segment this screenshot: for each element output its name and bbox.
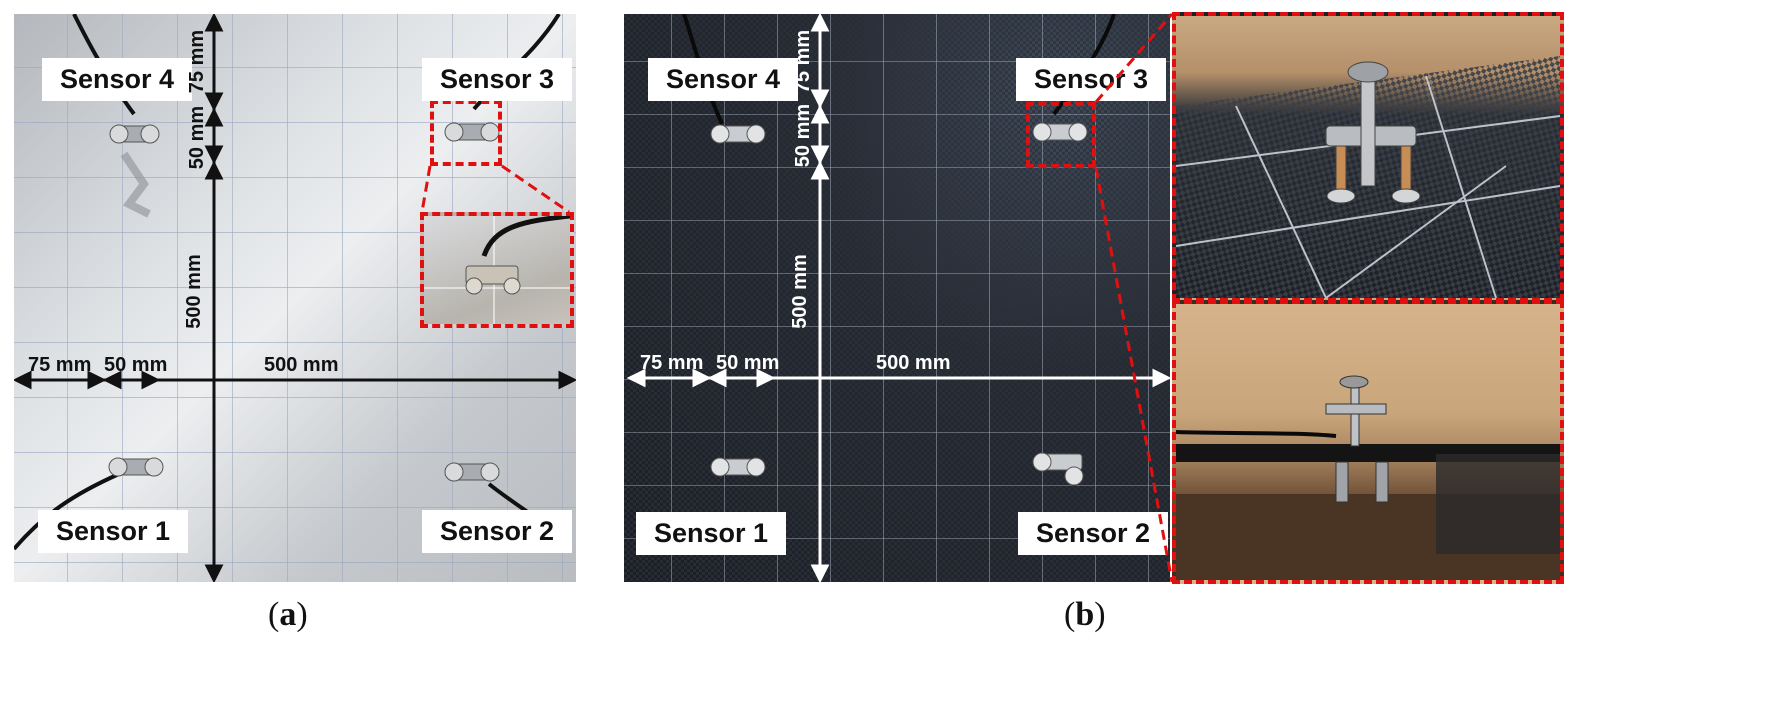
panel-a-sensor-4-label: Sensor 4 bbox=[42, 58, 193, 101]
sensor-4-device bbox=[109, 124, 160, 218]
panel-a-photo: Sensor 4 Sensor 3 Sensor 1 Sensor 2 75 m… bbox=[14, 14, 576, 582]
panel-b-dim-mid-50: 50 mm bbox=[792, 103, 815, 168]
panel-b-sensor-4-device bbox=[710, 124, 766, 144]
panel-b-dim-long-500-vertical: 500 mm bbox=[788, 254, 811, 329]
panel-b-sensor-2-device bbox=[1032, 452, 1084, 486]
panel-a-sensor-3-highlight bbox=[430, 100, 502, 166]
panel-a-sensor-2-label: Sensor 2 bbox=[422, 510, 573, 553]
panel-a-dim-long-500-horizontal: 500 mm bbox=[264, 354, 339, 376]
panel-b-inset-sideview bbox=[1172, 300, 1564, 584]
sensor-2-device bbox=[444, 462, 500, 482]
panel-b-dim-left-75: 75 mm bbox=[640, 352, 704, 374]
panel-b-sensor-2-label: Sensor 2 bbox=[1018, 512, 1169, 555]
panel-a-zoom-connector bbox=[420, 164, 570, 214]
sensor-3-device bbox=[444, 122, 500, 142]
panel-b-sensor-4-label: Sensor 4 bbox=[648, 58, 799, 101]
panel-b-sensor-3-device bbox=[1032, 122, 1088, 142]
panel-a-sensor-3-label: Sensor 3 bbox=[422, 58, 573, 101]
panel-a-dim-mid-50: 50 mm bbox=[186, 105, 209, 170]
panel-b-sensor-3-highlight bbox=[1026, 102, 1096, 168]
panel-a-dim-left-75: 75 mm bbox=[28, 354, 92, 376]
panel-a-caption: (a) bbox=[268, 596, 308, 633]
panel-b-sensor-1-device bbox=[710, 457, 766, 477]
sensor-1-device bbox=[108, 457, 164, 477]
panel-b-inset-closeup bbox=[1172, 12, 1564, 302]
panel-a-zoom-inset bbox=[420, 212, 574, 328]
panel-b-sensor-1-label: Sensor 1 bbox=[636, 512, 787, 555]
panel-b-sensor-3-label: Sensor 3 bbox=[1016, 58, 1167, 101]
panel-a-dim-long-500-vertical: 500 mm bbox=[182, 254, 205, 329]
panel-b-caption: (b) bbox=[1064, 596, 1106, 633]
panel-b-dim-mid-50-horizontal: 50 mm bbox=[716, 352, 780, 374]
panel-a-dim-mid-50-horizontal: 50 mm bbox=[104, 354, 168, 376]
panel-a-dim-top-75: 75 mm bbox=[186, 29, 209, 94]
panel-b-dim-top-75: 75 mm bbox=[792, 29, 815, 94]
panel-a-sensor-1-label: Sensor 1 bbox=[38, 510, 189, 553]
panel-b-dim-long-500-horizontal: 500 mm bbox=[876, 352, 951, 374]
panel-b-photo: Sensor 4 Sensor 3 Sensor 1 Sensor 2 75 m… bbox=[624, 14, 1170, 582]
